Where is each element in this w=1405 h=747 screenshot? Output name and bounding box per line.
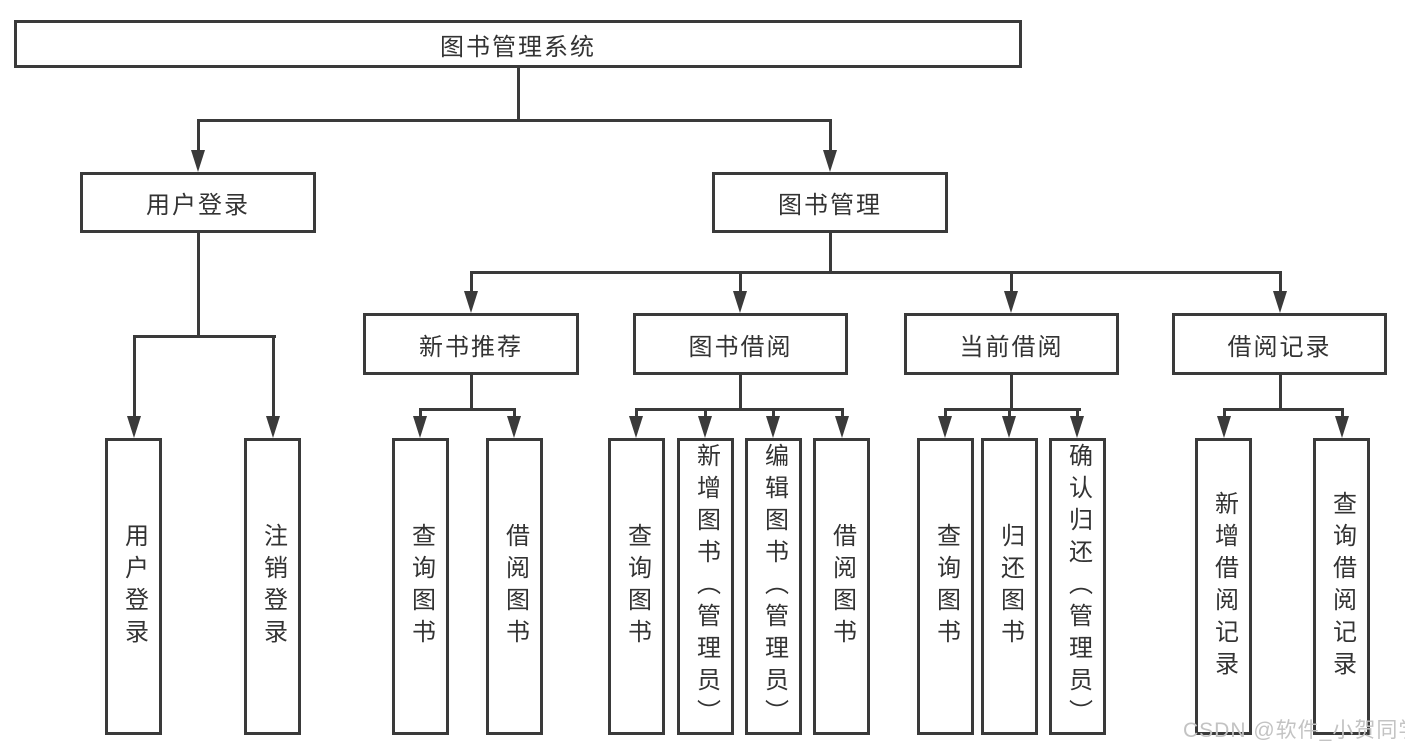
arrow-down-icon bbox=[938, 416, 952, 438]
leaf-logout-login-label: 注销登录 bbox=[259, 522, 287, 651]
connector-root-splitter bbox=[197, 119, 832, 122]
connector-current-splitter bbox=[944, 408, 1081, 411]
leaf-query-books-current-label: 查询图书 bbox=[932, 522, 960, 651]
connector-to-leaf-query-current bbox=[944, 408, 947, 418]
node-borrowing-records-label: 借阅记录 bbox=[1227, 333, 1332, 361]
arrow-down-icon bbox=[835, 416, 849, 438]
connector-to-current-borrowing bbox=[1010, 271, 1013, 291]
leaf-query-borrow-record: 查询借阅记录 bbox=[1313, 438, 1370, 735]
node-book-borrowing-label: 图书借阅 bbox=[688, 333, 793, 361]
node-book-management: 图书管理 bbox=[712, 172, 948, 233]
leaf-query-books-borrow-label: 查询图书 bbox=[623, 522, 651, 651]
connector-book-management-stem bbox=[829, 233, 832, 273]
connector-to-borrowing-records bbox=[1279, 271, 1282, 291]
arrow-down-icon bbox=[413, 416, 427, 438]
arrow-down-icon bbox=[464, 291, 478, 313]
node-current-borrowing: 当前借阅 bbox=[904, 313, 1119, 375]
arrow-down-icon bbox=[1335, 416, 1349, 438]
node-book-management-label: 图书管理 bbox=[778, 192, 882, 219]
connector-to-leaf-return-books bbox=[1008, 408, 1011, 418]
connector-current-stem bbox=[1010, 375, 1013, 410]
leaf-add-books-admin-label: 新增图书（管理员） bbox=[692, 442, 720, 731]
leaf-add-borrow-record: 新增借阅记录 bbox=[1195, 438, 1252, 735]
connector-root-stem bbox=[517, 68, 520, 120]
connector-to-book-borrowing bbox=[739, 271, 742, 291]
arrow-down-icon bbox=[1217, 416, 1231, 438]
connector-to-leaf-add-record bbox=[1223, 408, 1226, 418]
node-current-borrowing-label: 当前借阅 bbox=[959, 333, 1064, 361]
leaf-logout-login: 注销登录 bbox=[244, 438, 301, 735]
connector-recommend-stem bbox=[470, 375, 473, 410]
connector-to-leaf-borrow-books bbox=[841, 408, 844, 418]
leaf-borrow-books-label: 借阅图书 bbox=[828, 522, 856, 651]
leaf-query-books-recommend: 查询图书 bbox=[392, 438, 449, 735]
arrow-down-icon bbox=[733, 291, 747, 313]
connector-records-splitter bbox=[1223, 408, 1344, 411]
leaf-confirm-return-admin: 确认归还（管理员） bbox=[1049, 438, 1106, 735]
leaf-query-borrow-record-label: 查询借阅记录 bbox=[1328, 490, 1356, 683]
connector-to-leaf-logout bbox=[272, 335, 275, 416]
leaf-add-books-admin: 新增图书（管理员） bbox=[677, 438, 734, 735]
connector-book-management-splitter bbox=[470, 271, 1282, 274]
node-book-borrowing: 图书借阅 bbox=[633, 313, 848, 375]
arrow-down-icon bbox=[1004, 291, 1018, 313]
node-user-login: 用户登录 bbox=[80, 172, 316, 233]
leaf-user-login-label: 用户登录 bbox=[120, 522, 148, 651]
connector-to-leaf-confirm-return bbox=[1076, 408, 1079, 418]
arrow-down-icon bbox=[698, 416, 712, 438]
arrow-down-icon bbox=[823, 150, 837, 172]
connector-borrow-stem bbox=[739, 375, 742, 410]
arrow-down-icon bbox=[1070, 416, 1084, 438]
leaf-edit-books-admin: 编辑图书（管理员） bbox=[745, 438, 802, 735]
node-borrowing-records: 借阅记录 bbox=[1172, 313, 1387, 375]
connector-to-leaf-query-recommend bbox=[419, 408, 422, 418]
connector-to-new-book-recommendation bbox=[470, 271, 473, 291]
leaf-add-borrow-record-label: 新增借阅记录 bbox=[1210, 490, 1238, 683]
leaf-return-books-label: 归还图书 bbox=[996, 522, 1024, 651]
node-user-login-label: 用户登录 bbox=[146, 192, 250, 219]
connector-to-leaf-add-books bbox=[704, 408, 707, 418]
connector-user-login-splitter bbox=[133, 335, 276, 338]
connector-recommend-splitter bbox=[419, 408, 516, 411]
leaf-query-books-borrow: 查询图书 bbox=[608, 438, 665, 735]
watermark: CSDN @软件_小贺同学 bbox=[1183, 719, 1405, 742]
leaf-confirm-return-admin-label: 确认归还（管理员） bbox=[1064, 442, 1092, 731]
connector-records-stem bbox=[1279, 375, 1282, 410]
leaf-query-books-recommend-label: 查询图书 bbox=[407, 522, 435, 651]
arrow-down-icon bbox=[766, 416, 780, 438]
arrow-down-icon bbox=[1002, 416, 1016, 438]
node-root-label: 图书管理系统 bbox=[440, 33, 596, 61]
connector-to-leaf-query-borrow bbox=[635, 408, 638, 418]
connector-to-user-login bbox=[197, 119, 200, 150]
leaf-borrow-books-recommend-label: 借阅图书 bbox=[501, 522, 529, 651]
node-root: 图书管理系统 bbox=[14, 20, 1022, 68]
arrow-down-icon bbox=[266, 416, 280, 438]
leaf-query-books-current: 查询图书 bbox=[917, 438, 974, 735]
leaf-borrow-books: 借阅图书 bbox=[813, 438, 870, 735]
node-new-book-recommendation-label: 新书推荐 bbox=[419, 333, 523, 361]
leaf-borrow-books-recommend: 借阅图书 bbox=[486, 438, 543, 735]
arrow-down-icon bbox=[127, 416, 141, 438]
arrow-down-icon bbox=[507, 416, 521, 438]
connector-to-book-management bbox=[829, 119, 832, 150]
connector-to-leaf-borrow-recommend bbox=[513, 408, 516, 418]
arrow-down-icon bbox=[629, 416, 643, 438]
arrow-down-icon bbox=[1273, 291, 1287, 313]
connector-to-leaf-query-record bbox=[1341, 408, 1344, 418]
leaf-edit-books-admin-label: 编辑图书（管理员） bbox=[760, 442, 788, 731]
leaf-return-books: 归还图书 bbox=[981, 438, 1038, 735]
arrow-down-icon bbox=[191, 150, 205, 172]
connector-borrow-splitter bbox=[635, 408, 844, 411]
node-new-book-recommendation: 新书推荐 bbox=[363, 313, 579, 375]
leaf-user-login: 用户登录 bbox=[105, 438, 162, 735]
connector-to-leaf-edit-books bbox=[772, 408, 775, 418]
connector-to-leaf-user-login bbox=[133, 335, 136, 416]
connector-user-login-stem bbox=[197, 233, 200, 337]
